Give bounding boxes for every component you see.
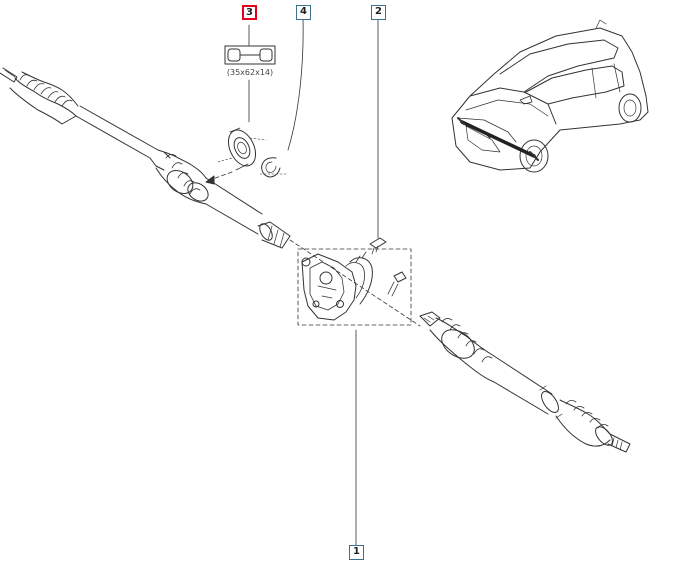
bearing-dimensions-label: (35x62x14) xyxy=(226,68,274,77)
callout-part-2[interactable]: 2 xyxy=(371,5,386,20)
intermediate-bearing xyxy=(217,127,267,171)
callout-part-1[interactable]: 1 xyxy=(349,545,364,560)
driveshaft-left-assembly xyxy=(0,67,291,249)
bearing-cross-section-icon xyxy=(224,45,276,65)
callout-part-3[interactable]: 3 xyxy=(242,5,257,20)
driveshaft-right-assembly xyxy=(419,311,631,453)
vehicle-location-icon xyxy=(451,19,649,173)
circlip xyxy=(259,157,289,178)
bearing-bracket-assembly xyxy=(289,237,421,327)
callout-part-4[interactable]: 4 xyxy=(296,5,311,20)
